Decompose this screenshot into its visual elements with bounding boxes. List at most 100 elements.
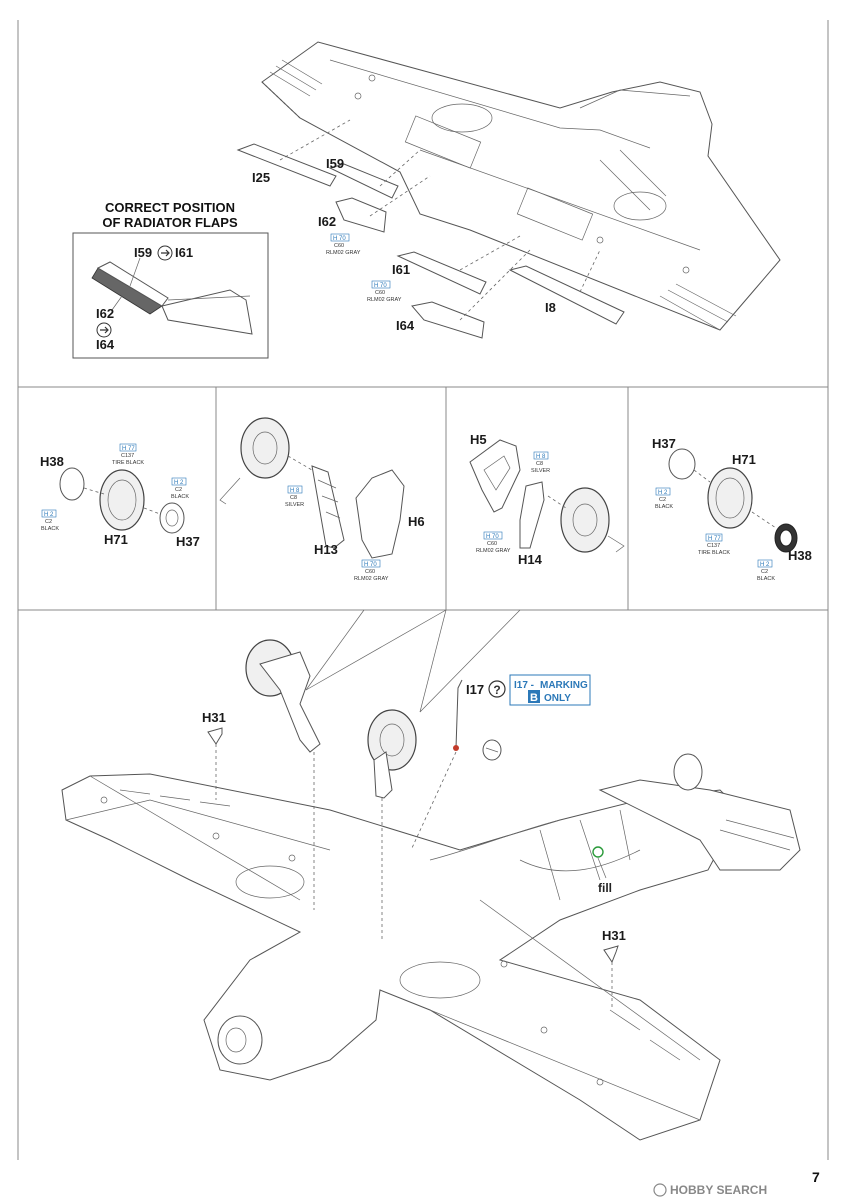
paint-callout-top-1: H 70 C60 RLM02 GRAY: [326, 233, 361, 256]
hub-cap-h38: [59, 467, 85, 501]
paint-code: H 70: [374, 283, 387, 289]
paint-code: H 2: [174, 480, 184, 486]
tire: [240, 417, 290, 479]
paint-callout-black-2: H 2 C2 BLACK: [171, 477, 189, 500]
paint-name: RLM02 GRAY: [354, 576, 389, 582]
inset-title-line1: CORRECT POSITION: [105, 200, 235, 215]
label-i62: I62: [318, 214, 336, 229]
paint-name: SILVER: [285, 502, 304, 508]
aircraft-underside-drawing: [61, 753, 801, 1141]
door-h5: [469, 439, 521, 513]
paint-mix: C2: [659, 497, 666, 503]
paint-mix: C2: [175, 487, 182, 493]
paint-code: H 2: [658, 490, 668, 496]
tire: [560, 487, 610, 553]
radiator-flap-inset: CORRECT POSITION OF RADIATOR FLAPS I59 I…: [72, 200, 269, 359]
label-h38: H38: [40, 454, 64, 469]
label-h71: H71: [104, 532, 128, 547]
paint-callout-gray: H 70 C60 RLM02 GRAY: [476, 531, 511, 554]
label-i61: I61: [392, 262, 410, 277]
label-i8: I8: [545, 300, 556, 315]
marking-note: I17 - MARKING B ONLY: [509, 674, 591, 706]
paint-code: H 70: [364, 562, 377, 568]
watermark-logo-icon: [653, 1183, 667, 1197]
svg-text:?: ?: [493, 683, 500, 697]
strut-h14: [519, 481, 545, 549]
paint-mix: C60: [375, 290, 385, 296]
paint-name: RLM02 GRAY: [326, 250, 361, 256]
paint-callout-tire: H 77 C137 TIRE BLACK: [698, 533, 730, 556]
wheel-panel-4: H37 H71 H38 H 2 C2 BLACK H 77 C137 TIRE …: [652, 436, 812, 582]
callout-wedges: [305, 609, 521, 713]
label-h38: H38: [788, 548, 812, 563]
paint-callout-black-1: H 2 C2 BLACK: [655, 487, 673, 510]
radiator-flap-parts: [236, 143, 625, 339]
paint-callout-gray: H 70 C60 RLM02 GRAY: [354, 559, 389, 582]
hub-cap-h37: [668, 448, 696, 480]
parts-h31: [207, 727, 619, 1010]
inset-label-i62: I62: [96, 306, 114, 321]
label-i64: I64: [396, 318, 415, 333]
top-leader-lines: [279, 119, 601, 321]
paint-mix: C60: [334, 243, 344, 249]
paint-code: H 2: [44, 512, 54, 518]
label-fill: fill: [598, 881, 612, 895]
marking-only: ONLY: [544, 693, 571, 704]
panel-dividers: [17, 20, 829, 1160]
tire-h71: [707, 467, 753, 529]
label-h31-right: H31: [602, 928, 626, 943]
paint-mix: C2: [761, 569, 768, 575]
paint-callout-silver: H 8 C8 SILVER: [531, 451, 550, 474]
inset-label-i64: I64: [96, 337, 115, 352]
paint-code: H 77: [122, 446, 135, 452]
wheel-panel-1: H38 H71 H37 H 77 C137 TIRE BLACK H 2 C2 …: [40, 443, 200, 549]
page-number: 7: [812, 1169, 820, 1185]
watermark: HOBBY SEARCH: [653, 1183, 767, 1197]
paint-name: TIRE BLACK: [698, 550, 730, 556]
fill-point-marker: [592, 846, 604, 858]
label-i17: I17: [466, 682, 484, 697]
hub-cap-h37: [159, 502, 185, 534]
label-i25: I25: [252, 170, 270, 185]
paint-callout-silver: H 8 C8 SILVER: [285, 485, 304, 508]
paint-callout-tire: H 77 C137 TIRE BLACK: [112, 443, 144, 466]
watermark-text: HOBBY SEARCH: [670, 1183, 767, 1197]
paint-mix: C60: [365, 569, 375, 575]
label-h13: H13: [314, 542, 338, 557]
paint-mix: C2: [45, 519, 52, 525]
paint-code: H 2: [760, 562, 770, 568]
paint-code: H 8: [290, 488, 300, 494]
paint-mix: C137: [707, 543, 720, 549]
marking-letter: B: [530, 692, 538, 704]
label-h5: H5: [470, 432, 487, 447]
paint-name: RLM02 GRAY: [476, 548, 511, 554]
label-h71: H71: [732, 452, 756, 467]
marking-prefix: I17 -: [514, 680, 534, 691]
label-h31-left: H31: [202, 710, 226, 725]
top-panel-wing-assembly: I25 I59 I62 I61 I64 I8 H 70 C60 RLM02 GR…: [72, 41, 781, 359]
paint-callout-black-2: H 2 C2 BLACK: [757, 559, 775, 582]
paint-name: SILVER: [531, 468, 550, 474]
paint-name: RLM02 GRAY: [367, 297, 402, 303]
label-h37: H37: [652, 436, 676, 451]
paint-mix: C8: [536, 461, 543, 467]
paint-callout-black-1: H 2 C2 BLACK: [41, 509, 59, 532]
tire-h71: [99, 469, 145, 531]
paint-code: H 70: [486, 534, 499, 540]
strut-h13: [311, 465, 345, 549]
paint-name: BLACK: [171, 494, 189, 500]
paint-mix: C8: [290, 495, 297, 501]
bottom-panel-aircraft: H31 H31 I17 fill ? I17 - MARKING B ONLY: [61, 639, 801, 1141]
label-h37: H37: [176, 534, 200, 549]
paint-code: H 70: [333, 236, 346, 242]
paint-name: BLACK: [757, 576, 775, 582]
main-gear-left: [245, 639, 321, 910]
paint-name: BLACK: [655, 504, 673, 510]
paint-name: TIRE BLACK: [112, 460, 144, 466]
paint-callout-top-2: H 70 C60 RLM02 GRAY: [367, 280, 402, 303]
label-h6: H6: [408, 514, 425, 529]
label-i59: I59: [326, 156, 344, 171]
antenna-i17: [411, 679, 502, 849]
paint-code: H 8: [536, 454, 546, 460]
